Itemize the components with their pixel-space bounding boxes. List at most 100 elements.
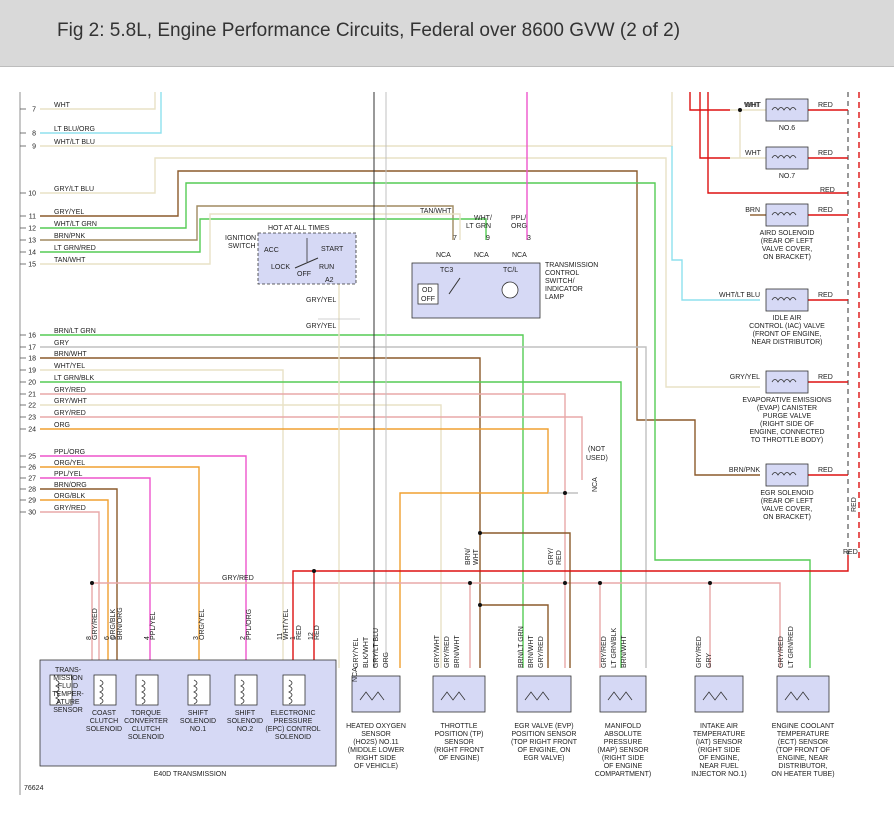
pin-label: 3 <box>527 235 531 242</box>
component-box <box>765 146 809 170</box>
sensor-name-label: (MAP) SENSOR <box>597 747 648 754</box>
sensor-name-label: (MIDDLE LOWER <box>348 747 404 754</box>
off-label: OFF <box>421 296 435 303</box>
wire-number: 7 <box>32 107 36 114</box>
wire-color-label: BRN/ORG <box>54 482 87 489</box>
brn-wht-label: BRN/ <box>465 548 472 565</box>
sensor-wire-label: GRY/WHT <box>434 634 441 668</box>
trans-component-label: TEMPER- <box>52 691 84 698</box>
wire-number: 14 <box>28 250 36 257</box>
sensor-name-label: RIGHT SIDE <box>356 755 396 762</box>
trans-component-label: FLUID <box>58 683 78 690</box>
tcs-name-label: CONTROL <box>545 270 579 277</box>
wht-lt-grn-label: WHT/ <box>474 215 492 222</box>
trans-component-label: TORQUE <box>131 710 161 717</box>
wire-23-gry-red <box>40 416 583 480</box>
trans-pin-label: WHT/YEL <box>283 609 290 640</box>
wire-28-brn-org <box>40 488 118 668</box>
wire-20-lt-grn-blk <box>40 381 622 668</box>
component-box <box>765 370 809 394</box>
start-label: START <box>321 246 344 253</box>
component-name-label: (EVAP) CANISTER <box>757 405 817 412</box>
trans-pin-label: RED <box>296 625 303 640</box>
sensor-wire-label: GRY/RED <box>778 636 785 668</box>
acc-label: ACC <box>264 247 279 254</box>
sensor-name-label: HEATED OXYGEN <box>346 723 406 730</box>
wire-wht-lt-blu-iac <box>671 146 760 301</box>
sensor-wire-label: BRN/WHT <box>528 635 535 668</box>
component-wire-label: WHT <box>744 102 761 109</box>
red-label: RED <box>818 150 833 157</box>
wire-color-label: TAN/WHT <box>54 257 86 264</box>
nca-label: NCA <box>436 252 451 259</box>
component-name-label: NO.7 <box>779 173 795 180</box>
trans-component-label: SOLENOID <box>86 726 122 733</box>
red-bus-bottom <box>292 555 849 583</box>
trans-pin-label: PPL/YEL <box>150 611 157 640</box>
sensor-wire-label: BLK/WHT <box>363 636 370 668</box>
trans-component-label: ATURE <box>56 699 80 706</box>
component-name-label: VALVE COVER, <box>762 506 812 513</box>
coil-icon <box>288 679 293 705</box>
wire-30-gry-red <box>40 511 100 668</box>
wire-15-tan-wht <box>40 213 461 265</box>
wire-number: 23 <box>28 415 36 422</box>
sensor-wire-label: GRY/RED <box>696 636 703 668</box>
tcil-label: TC/L <box>503 267 518 274</box>
trans-pin-number: 5 <box>111 636 118 640</box>
trans-component-box <box>93 674 117 706</box>
component-name-label: EGR SOLENOID <box>760 490 813 497</box>
red-label: RED <box>851 497 858 512</box>
component-wire-label: GRY/YEL <box>730 374 760 381</box>
sensor-name-label: (IAT) SENSOR <box>696 739 743 746</box>
sensor-element-icon <box>702 691 728 701</box>
gry-red-bus <box>92 582 781 668</box>
component-name-label: (REAR OF LEFT <box>761 498 814 505</box>
splice-point <box>738 108 742 112</box>
brn-wht-label: WHT <box>473 548 480 565</box>
wire-color-label: GRY <box>54 340 69 347</box>
coil-icon <box>771 297 797 301</box>
sensor-element-icon <box>524 691 550 701</box>
component-wire-label: BRN/PNK <box>729 467 760 474</box>
wire-number: 11 <box>29 214 36 221</box>
trans-pin-number: 12 <box>308 632 315 640</box>
wire-10-gry-lt-blu <box>40 157 760 388</box>
trans-component-label: MISSION <box>53 675 83 682</box>
sensor-name-label: SENSOR <box>361 731 391 738</box>
component-pin-label: WHT <box>745 102 762 109</box>
sensor-wire-label: GRY/RED <box>538 636 545 668</box>
wire-color-label: LT GRN/BLK <box>54 375 95 382</box>
component-name-label: CONTROL (IAC) VALVE <box>749 323 825 330</box>
tcs-name-label: INDICATOR <box>545 286 583 293</box>
off-label: OFF <box>297 271 311 278</box>
component-pin-label: WHT <box>745 150 762 157</box>
wire-12-wht-lt-grn <box>40 182 811 668</box>
coil-icon <box>771 379 797 383</box>
sensor-wire-label: BRN/WHT <box>454 635 461 668</box>
sensor-box <box>432 675 486 713</box>
sensor-name-label: ENGINE COOLANT <box>772 723 835 730</box>
sensor-name-label: DISTRIBUTOR, <box>778 763 827 770</box>
wire-number: 24 <box>28 427 36 434</box>
component-box <box>765 288 809 312</box>
ignition-switch-label: SWITCH <box>228 243 256 250</box>
component-name-label: (RIGHT SIDE OF <box>760 421 814 428</box>
component-name-label: (REAR OF LEFT <box>761 238 814 245</box>
trans-component-label: ELECTRONIC <box>270 710 315 717</box>
splice-point <box>478 531 482 535</box>
sensor-name-label: (RIGHT SIDE <box>698 747 741 754</box>
wire-number: 26 <box>28 465 36 472</box>
red-feed-top <box>707 92 848 194</box>
sensor-name-label: (HO2S) NO.11 <box>353 739 398 746</box>
trans-component-box <box>187 674 211 706</box>
splice-point <box>478 603 482 607</box>
tcs-name-label: TRANSMISSION <box>545 262 598 269</box>
gry-yel-label: GRY/YEL <box>306 323 336 330</box>
tcs-name-label: LAMP <box>545 294 564 301</box>
sensor-name-label: (TOP RIGHT FRONT <box>511 739 578 746</box>
wire-number: 12 <box>28 226 36 233</box>
trans-pin-number: 2 <box>240 636 247 640</box>
red-label: RED <box>818 102 833 109</box>
